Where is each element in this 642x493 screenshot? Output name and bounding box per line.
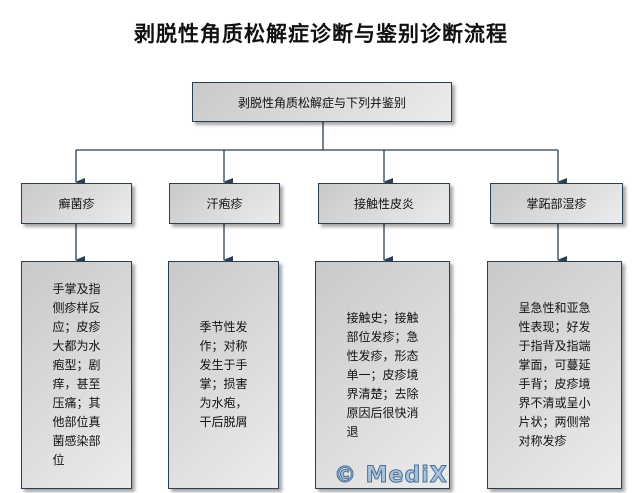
condition-node-3: 接触性皮炎 xyxy=(318,183,450,224)
description-node-1: 手掌及指 侧疹样反 应；皮疹 大都为水 疱型；剧 痒，甚至 压痛；其 他部位真 … xyxy=(21,261,132,489)
root-node: 剥脱性角质松解症与下列并鉴别 xyxy=(192,82,452,122)
condition-label: 掌跖部湿疹 xyxy=(526,197,587,211)
condition-label: 汗疱疹 xyxy=(206,197,243,211)
description-text: 呈急性和亚急 性表现；好发 于指背及指端 掌面，可蔓延 手背；皮疹境 界不清或呈… xyxy=(518,301,591,448)
description-node-2: 季节性发 作；对称 发生于手 掌；损害 为水疱， 干后脱屑 xyxy=(168,261,279,489)
description-text: 手掌及指 侧疹样反 应；皮疹 大都为水 疱型；剧 痒，甚至 压痛；其 他部位真 … xyxy=(52,282,101,467)
condition-label: 癣菌疹 xyxy=(58,197,95,211)
watermark: © MediX xyxy=(334,463,448,489)
description-text: 接触史；接触 部位发疹；急 性发疹，形态 单一；皮疹境 界清楚；去除 原因后很快… xyxy=(346,310,419,439)
description-node-3: 接触史；接触 部位发疹；急 性发疹，形态 单一；皮疹境 界清楚；去除 原因后很快… xyxy=(315,261,450,489)
condition-node-4: 掌跖部湿疹 xyxy=(490,183,623,224)
description-node-4: 呈急性和亚急 性表现；好发 于指背及指端 掌面，可蔓延 手背；皮疹境 界不清或呈… xyxy=(487,261,622,489)
root-label: 剥脱性角质松解症与下列并鉴别 xyxy=(237,95,406,110)
condition-node-2: 汗疱疹 xyxy=(169,183,280,224)
description-text: 季节性发 作；对称 发生于手 掌；损害 为水疱， 干后脱屑 xyxy=(199,320,248,429)
condition-node-1: 癣菌疹 xyxy=(21,183,132,224)
diagram-title: 剥脱性角质松解症诊断与鉴别诊断流程 xyxy=(134,21,508,46)
condition-label: 接触性皮炎 xyxy=(353,197,414,211)
